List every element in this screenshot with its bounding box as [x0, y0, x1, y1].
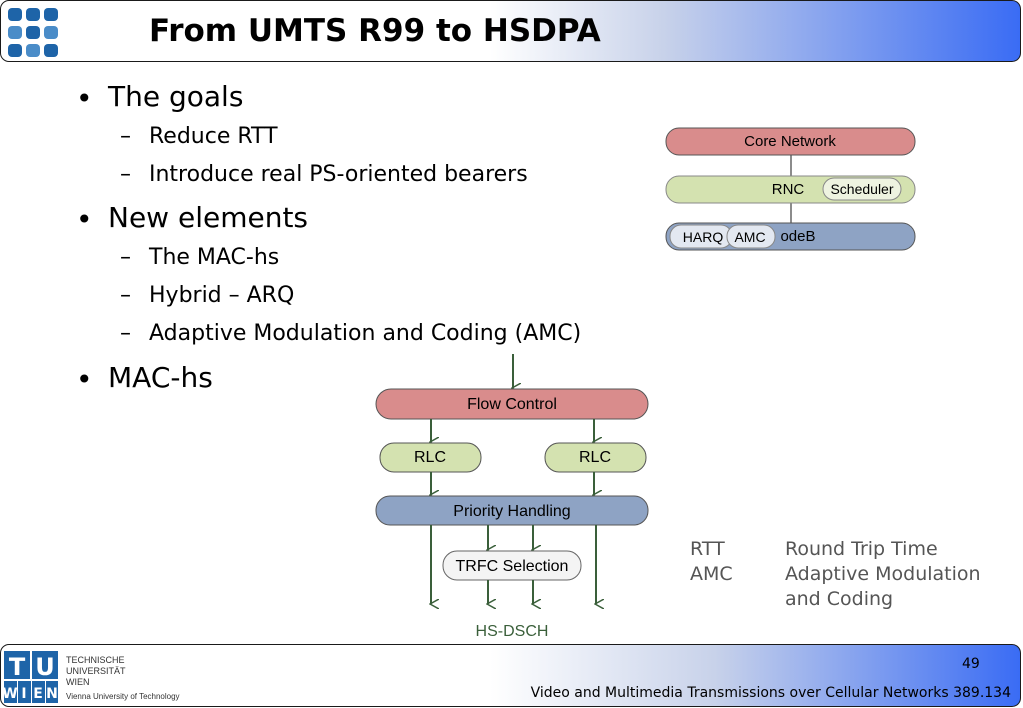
rlc-right-label: RLC	[579, 449, 611, 466]
title-bar: From UMTS R99 to HSDPA	[0, 0, 1021, 62]
svg-text:U: U	[35, 653, 55, 681]
dash-marker: –	[120, 283, 131, 308]
hs-dsch-label: HS-DSCH	[476, 623, 549, 640]
trfc-selection-box	[442, 550, 582, 581]
svg-text:W: W	[4, 686, 18, 702]
abbr-definition: Adaptive Modulation	[785, 563, 981, 585]
abbr-definition: and Coding	[785, 588, 894, 610]
abbr-definition: Round Trip Time	[785, 538, 938, 560]
rlc-right-box	[544, 442, 647, 473]
flow-control-box	[375, 388, 649, 420]
flow-control-label: Flow Control	[467, 396, 557, 413]
priority-handling-label: Priority Handling	[453, 503, 570, 520]
grid-logo-icon	[8, 8, 58, 57]
dash-marker: –	[120, 245, 131, 270]
rnc-label: RNC	[772, 181, 805, 198]
tu-wien-logo: T U W I E N TECHNISCHE UNIVERSITÄT WIEN …	[2, 651, 200, 703]
svg-text:Vienna University of Technolog: Vienna University of Technology	[66, 692, 180, 701]
svg-text:TECHNISCHE: TECHNISCHE	[66, 655, 125, 665]
amc-label: AMC	[734, 229, 765, 245]
dash-marker: –	[120, 321, 131, 346]
bullet-goals: The goals	[108, 80, 244, 113]
sub-bullet-amc: Adaptive Modulation and Coding (AMC)	[149, 321, 582, 346]
bullet-marker: •	[76, 363, 93, 396]
slide-title: From UMTS R99 to HSDPA	[149, 13, 601, 49]
bullet-marker: •	[76, 82, 93, 115]
core-network-label: Core Network	[744, 133, 836, 150]
core-network-box	[665, 127, 916, 156]
sub-bullet-mac-hs: The MAC-hs	[149, 245, 280, 270]
sub-bullet-ps-bearers: Introduce real PS-oriented bearers	[149, 162, 528, 187]
rlc-left-label: RLC	[414, 449, 446, 466]
dash-marker: –	[120, 124, 131, 149]
mac-hs-diagram: Flow Control RLC RLC Priority Handling T…	[375, 354, 649, 640]
svg-text:WIEN: WIEN	[66, 677, 90, 687]
sub-bullet-reduce-rtt: Reduce RTT	[149, 124, 278, 149]
tu-wien-logo-icon: T U W I E N TECHNISCHE UNIVERSITÄT WIEN …	[2, 651, 180, 703]
scheduler-box	[822, 177, 902, 201]
svg-text:E: E	[33, 686, 43, 702]
svg-text:UNIVERSITÄT: UNIVERSITÄT	[66, 666, 126, 676]
scheduler-label: Scheduler	[830, 181, 893, 197]
harq-label: HARQ	[683, 229, 724, 245]
abbr-term: RTT	[690, 538, 725, 560]
abbr-term: AMC	[690, 563, 733, 585]
page-number: 49	[962, 656, 980, 672]
network-diagram: Core Network RNC Scheduler odeB HARQ AMC	[665, 127, 916, 251]
svg-text:I: I	[21, 686, 26, 702]
amc-box	[726, 224, 776, 249]
svg-text:N: N	[46, 686, 58, 702]
bullet-new-elements: New elements	[108, 201, 309, 234]
bullet-marker: •	[76, 203, 93, 236]
priority-handling-box	[375, 495, 649, 526]
trfc-selection-label: TRFC Selection	[456, 558, 569, 575]
nodeb-label: odeB	[780, 228, 815, 245]
dash-marker: –	[120, 162, 131, 187]
course-title: Video and Multimedia Transmissions over …	[530, 685, 1011, 701]
sub-bullet-harq: Hybrid – ARQ	[149, 283, 295, 308]
bullet-mac-hs: MAC-hs	[108, 361, 213, 394]
svg-text:T: T	[9, 653, 26, 681]
